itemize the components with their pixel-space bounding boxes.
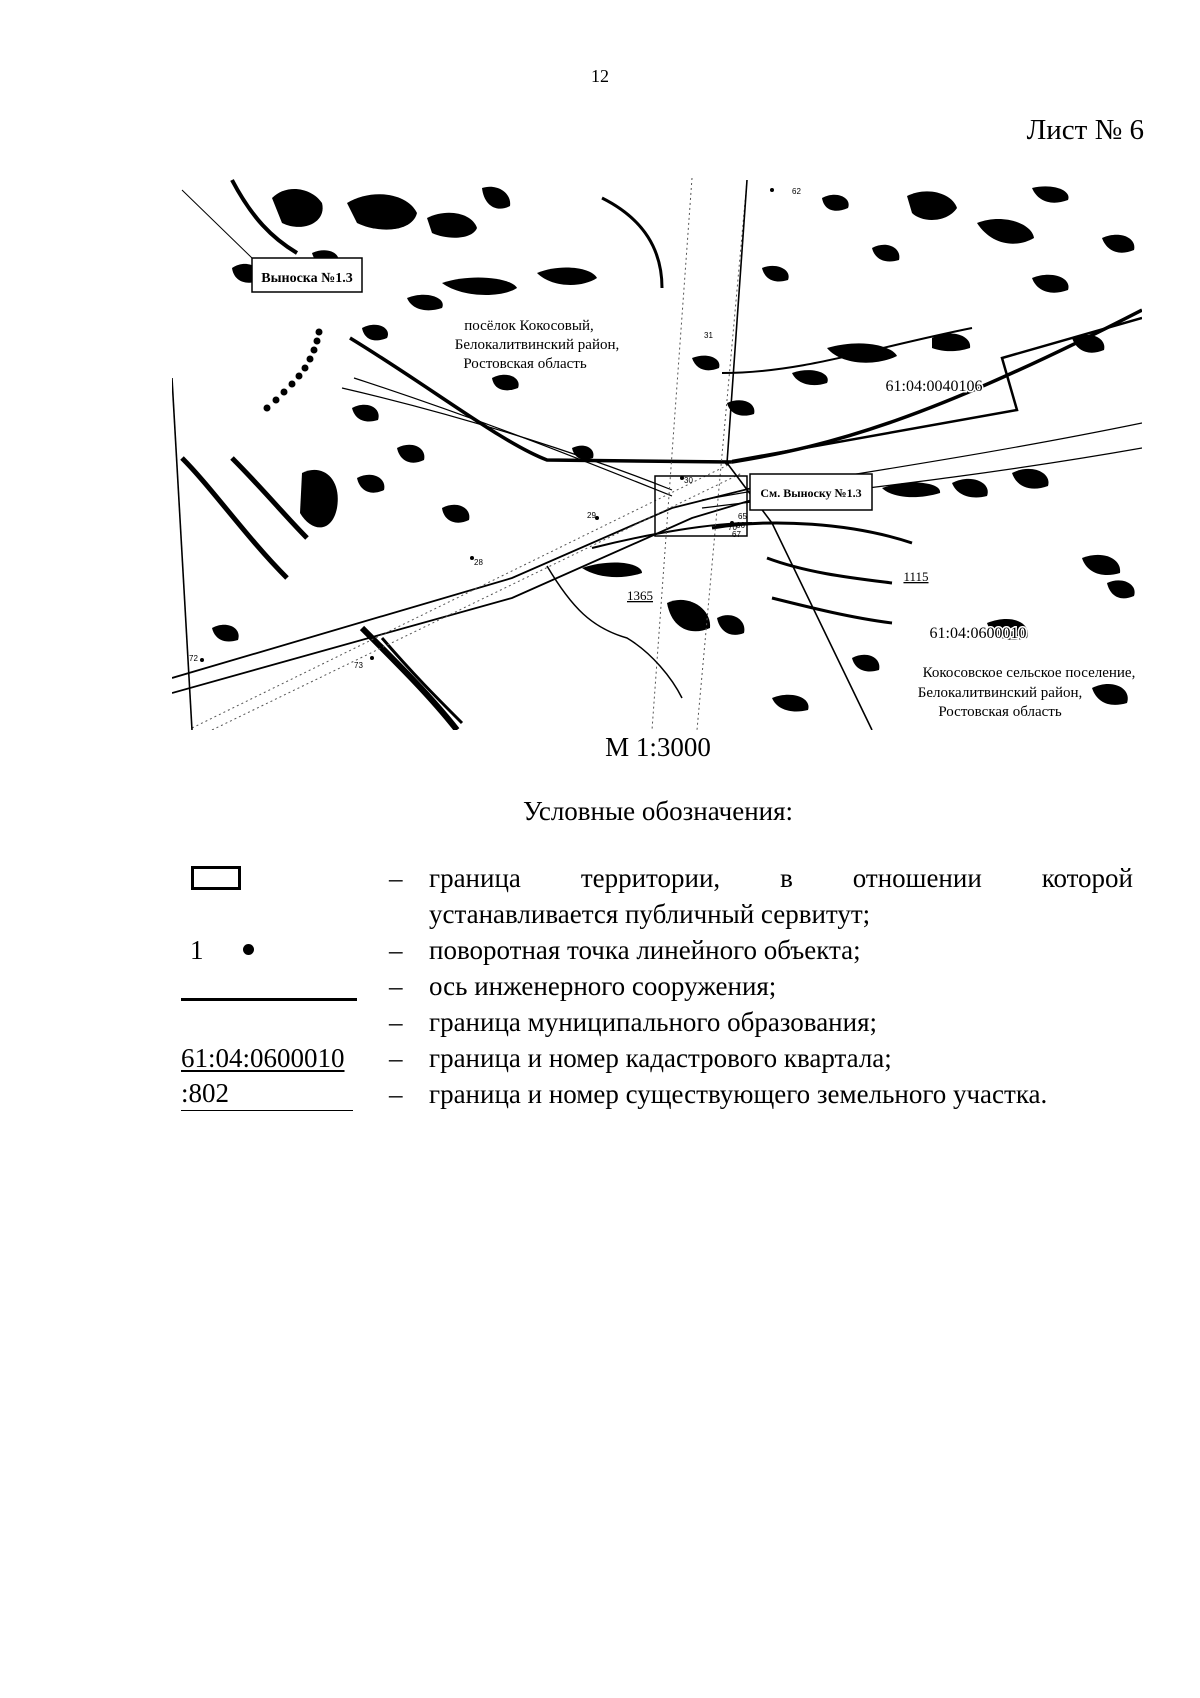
legend-dash: – xyxy=(389,863,403,893)
point-numbers: 62 31 30 29 28 65 66 67 70 72 73 xyxy=(189,187,801,670)
svg-text:Ростовская область: Ростовская область xyxy=(938,704,1061,720)
svg-text:72: 72 xyxy=(189,654,198,663)
legend-title: Условные обозначения: xyxy=(522,796,794,826)
relief-strokes xyxy=(180,179,973,730)
svg-text:Белокалитвинский район,: Белокалитвинский район, xyxy=(918,685,1083,701)
legend-symbol-land-plot: :802 xyxy=(181,1076,357,1112)
legend-dash: – xyxy=(389,971,403,1001)
svg-text:65: 65 xyxy=(738,512,747,521)
legend-text-cadastral-quarter: граница и номер кадастрового квартала; xyxy=(429,1043,892,1073)
legend-text-servitude-line1: граница территории, в отношении которой xyxy=(429,863,1133,893)
legend-text-turning-point: поворотная точка линейного объекта; xyxy=(429,935,861,965)
see-callout-label: См. Выноску №1.3 xyxy=(760,486,861,500)
see-callout-box xyxy=(749,473,873,511)
page-number: 12 xyxy=(591,66,609,86)
map-frame: Выноска №1.3 См. Выноску №1.3 посёлок Ко… xyxy=(172,178,1142,730)
legend-item-land-plot: :802 – граница и номер существующего зем… xyxy=(181,1076,1133,1112)
legend-symbol-municipal-boundary xyxy=(181,998,357,1040)
callout-box-label: Выноска №1.3 xyxy=(261,271,352,286)
legend-symbol-cadastral-quarter: 61:04:0600010 xyxy=(181,1040,357,1076)
svg-text:67: 67 xyxy=(732,530,741,539)
legend-text-servitude: граница территории, в отношении которой … xyxy=(429,860,1133,932)
legend-point-number: 1 xyxy=(190,935,204,965)
svg-text:62: 62 xyxy=(792,187,801,196)
rural-settlement-label: Кокосовское сельское поселение, Белокали… xyxy=(918,665,1136,720)
legend-dash: – xyxy=(389,1043,403,1073)
legend-quarter-number: 61:04:0600010 xyxy=(181,1043,345,1073)
legend-text-servitude-line2: устанавливается публичный сервитут; xyxy=(429,899,871,929)
legend-symbol-turning-point: 1 xyxy=(181,932,357,968)
svg-text:70: 70 xyxy=(728,523,737,532)
dashed-survey-lines xyxy=(191,178,748,730)
sheet-label: Лист № 6 xyxy=(1026,114,1144,146)
svg-text:Кокосовское сельское поселение: Кокосовское сельское поселение, xyxy=(923,665,1136,681)
plot-number-1365: 1365 xyxy=(627,588,653,603)
callout-box xyxy=(251,257,363,293)
svg-text:30: 30 xyxy=(684,476,693,485)
point-series xyxy=(263,328,323,412)
turning-points xyxy=(200,188,774,662)
svg-text:73: 73 xyxy=(354,661,363,670)
legend-dash: – xyxy=(389,935,403,965)
map-canvas: Выноска №1.3 См. Выноску №1.3 посёлок Ко… xyxy=(172,178,1142,730)
legend-text-land-plot: граница и номер существующего земельного… xyxy=(429,1079,1048,1109)
legend-symbol-servitude xyxy=(181,860,357,896)
legend-item-structure-axis: – ось инженерного сооружения; xyxy=(181,968,1133,1004)
svg-text:29: 29 xyxy=(587,511,596,520)
legend-text-municipal-boundary: граница муниципального образования; xyxy=(429,1007,878,1037)
servitude-boundary xyxy=(654,475,748,537)
legend-text-structure-axis: ось инженерного сооружения; xyxy=(429,971,777,1001)
legend-item-municipal-boundary: – граница муниципального образования; xyxy=(181,998,1133,1040)
quarter-boundary-0040106 xyxy=(731,316,1142,463)
structure-axes xyxy=(172,477,793,694)
rectangle-icon xyxy=(191,866,241,890)
svg-text:Белокалитвинский район,: Белокалитвинский район, xyxy=(455,337,620,353)
legend-dash: – xyxy=(389,1007,403,1037)
svg-text:Ростовская область: Ростовская область xyxy=(463,356,586,372)
svg-text:31: 31 xyxy=(704,331,713,340)
settlement-label: посёлок Кокосовый, Белокалитвинский райо… xyxy=(455,318,620,372)
legend: – граница территории, в отношении которо… xyxy=(181,860,1133,1112)
quarter-number-1: 61:04:0040106 xyxy=(886,378,983,395)
legend-item-servitude: – граница территории, в отношении которо… xyxy=(181,860,1133,932)
quarter-number-2: 61:04:0600010 xyxy=(930,625,1027,642)
legend-plot-number: :802 xyxy=(181,1076,353,1111)
svg-text:28: 28 xyxy=(474,558,483,567)
plot-boundary-1365 xyxy=(546,565,683,699)
svg-text:66: 66 xyxy=(736,521,745,530)
svg-text:посёлок Кокосовый,: посёлок Кокосовый, xyxy=(464,318,594,334)
dot-icon xyxy=(243,944,254,955)
map-scale: М 1:3000 xyxy=(605,732,711,762)
legend-item-cadastral-quarter: 61:04:0600010 – граница и номер кадастро… xyxy=(181,1040,1133,1076)
thick-line-icon xyxy=(181,998,357,1001)
legend-dash: – xyxy=(389,1079,403,1109)
legend-item-turning-point: 1 – поворотная точка линейного объекта; xyxy=(181,932,1133,968)
plot-number-1115: 1115 xyxy=(903,569,928,584)
